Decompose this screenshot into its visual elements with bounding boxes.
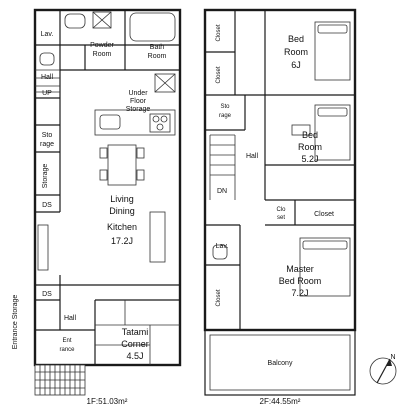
stairs-up-label: UP <box>42 90 52 97</box>
room-hall-bottom: Hall <box>64 315 77 322</box>
bed-room-2-line1: Bed <box>302 130 318 140</box>
room-bath-line2: Room <box>148 53 167 60</box>
room-powder-line2: Room <box>93 51 112 58</box>
room-powder-line1: Powder <box>90 42 114 49</box>
closet-3-label: Closet <box>314 211 334 218</box>
floor-2-area: 2F:44.55m² <box>260 397 301 406</box>
chair <box>99 147 108 159</box>
under-floor-storage-line1: Under <box>128 90 148 97</box>
stairs-dn-label: DN <box>217 188 227 195</box>
pillow <box>317 107 348 117</box>
bed-room-1-line2: Room <box>284 47 308 57</box>
floor-2-plan <box>203 8 357 396</box>
bathtub-icon <box>129 12 176 42</box>
floor-1-plan <box>33 8 182 396</box>
closet-4-label: Closet <box>216 289 222 306</box>
balcony-label: Balcony <box>268 360 293 367</box>
closet-small-line2: set <box>277 215 285 221</box>
compass-icon: N <box>369 354 397 385</box>
chair <box>136 147 145 159</box>
bed-room-1-line1: Bed <box>288 34 304 44</box>
closet-2-label: Closet <box>216 66 222 83</box>
entrance-line2: rance <box>59 347 75 353</box>
master-bed-room-size: 7.2J <box>291 288 308 298</box>
pillow <box>302 240 348 250</box>
ds-2-label: DS <box>42 291 52 298</box>
room-hall-top: Hall <box>41 74 54 81</box>
tatami-line1: Tatami <box>122 327 149 337</box>
storage-2f-line1: Sto <box>220 104 230 110</box>
sink-icon <box>99 114 121 130</box>
bed-room-1-size: 6J <box>291 60 301 70</box>
closet-1-label: Closet <box>216 24 222 41</box>
stairs-2f <box>209 134 236 200</box>
tatami-mats <box>95 300 180 365</box>
master-bed-room-line1: Master <box>286 264 314 274</box>
chair <box>136 169 145 181</box>
toilet-icon <box>212 244 228 260</box>
toilet-icon <box>39 52 55 66</box>
sofa <box>149 211 166 263</box>
bed-room-2-size: 5.2J <box>301 154 318 164</box>
washbasin-icon <box>64 13 86 29</box>
entrance-storage-label: Entrance Storage <box>12 295 19 350</box>
storage-2-label: Storage <box>42 164 49 189</box>
entrance-porch <box>34 364 86 396</box>
room-hall-2f: Hall <box>246 153 259 160</box>
entrance-line1: Ent <box>62 338 71 344</box>
tatami-size: 4.5J <box>126 351 143 361</box>
floor-1-area: 1F:51.03m² <box>87 397 128 406</box>
chair <box>99 169 108 181</box>
balcony-outline <box>204 329 356 396</box>
compass-north-label: N <box>390 354 395 361</box>
bed-room-2-line2: Room <box>298 142 322 152</box>
pillow <box>317 24 348 34</box>
ldk-line3: Kitchen <box>107 222 137 232</box>
tv-board <box>37 224 49 271</box>
room-bath-line1: Bath <box>150 44 165 51</box>
storage-1-line1: Sto <box>42 132 53 139</box>
dining-table <box>107 144 137 186</box>
ds-1-label: DS <box>42 202 52 209</box>
storage-2f-line2: rage <box>219 113 232 119</box>
ldk-size: 17.2J <box>111 236 133 246</box>
closet-small-line1: Clo <box>276 207 286 213</box>
master-bed-room-line2: Bed Room <box>279 276 322 286</box>
room-lav-1f: Lav. <box>41 31 54 38</box>
ldk-line2: Dining <box>109 206 135 216</box>
under-floor-storage-line3: Storage <box>126 106 151 113</box>
under-floor-storage-line2: Floor <box>130 98 147 105</box>
room-lav-2f: Lav. <box>216 243 229 250</box>
tatami-line2: Corner <box>121 339 149 349</box>
floor-1-outer-wall <box>33 8 182 367</box>
desk <box>291 124 311 136</box>
stairs-1f <box>35 69 60 93</box>
ldk-line1: Living <box>110 194 134 204</box>
storage-1-line2: rage <box>40 141 54 148</box>
